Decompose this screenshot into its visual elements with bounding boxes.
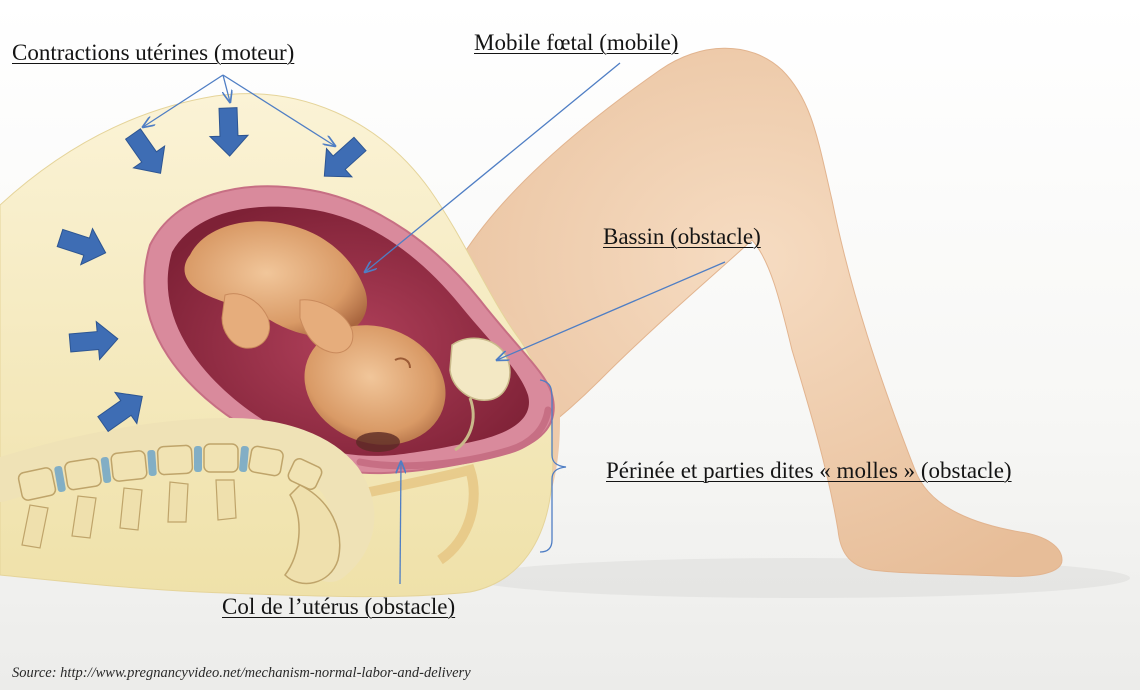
label-cervix: Col de l’utérus (obstacle) [222,594,455,620]
label-fetal-mobile: Mobile fœtal (mobile) [474,30,678,56]
fetal-scalp-shadow [356,432,400,452]
source-caption: Source: http://www.pregnancyvideo.net/me… [12,665,471,682]
label-pelvis: Bassin (obstacle) [603,224,761,250]
label-contractions: Contractions utérines (moteur) [12,40,294,66]
label-perineum: Périnée et parties dites « molles » (obs… [606,458,1012,484]
